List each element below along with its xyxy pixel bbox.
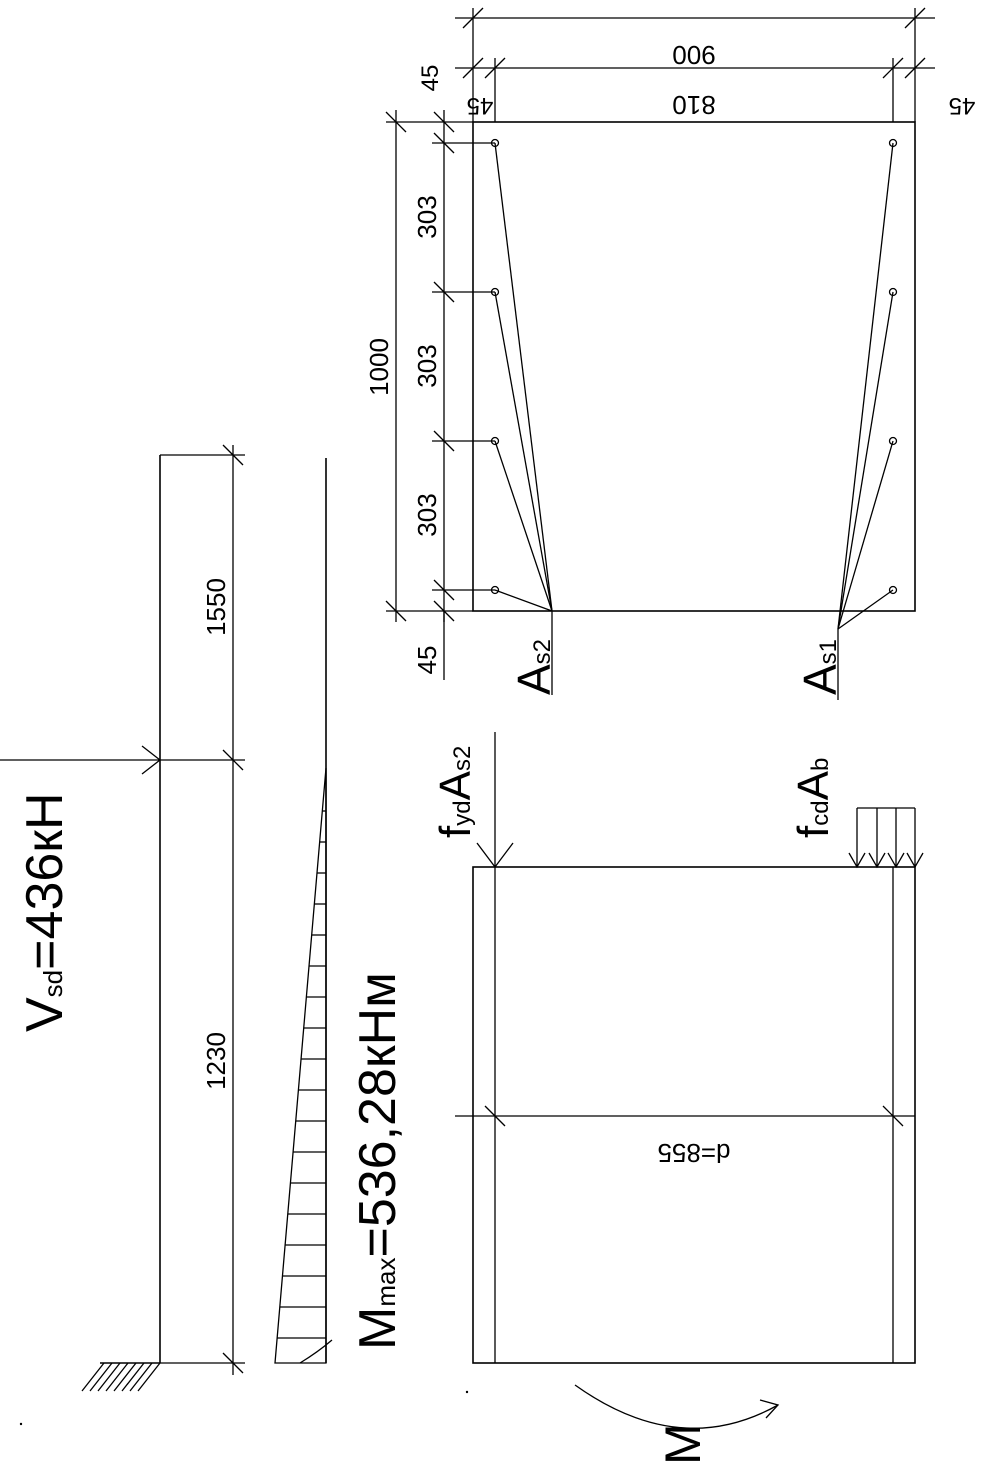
stress-outline [472, 866, 916, 1364]
stress-block: fydAs2 fcdAb d=855 M [431, 732, 924, 1465]
stray-dot [19, 1422, 23, 1426]
leader [837, 589, 894, 630]
dim-900: 900 [672, 40, 715, 70]
dim-45-left-edge: 45 [467, 92, 494, 119]
shear-force-label: Vsd=436кН [16, 792, 74, 1032]
dim-303-3: 303 [412, 493, 442, 536]
rebar [888, 436, 898, 446]
tick [222, 444, 244, 466]
moment-arc [574, 1384, 779, 1429]
leader [837, 142, 894, 630]
leader [494, 589, 553, 612]
dim-1550: 1550 [201, 578, 231, 636]
fixed-support [81, 1362, 161, 1392]
leader [837, 440, 894, 630]
dim-1230: 1230 [201, 1032, 231, 1090]
tick [904, 7, 926, 29]
leader [494, 291, 553, 612]
tick [882, 57, 904, 79]
dim-1000: 1000 [364, 338, 394, 396]
dim-45-top: 45 [417, 65, 444, 92]
tick [385, 111, 407, 133]
moment-arc-head [759, 1399, 780, 1419]
tick [222, 749, 244, 771]
rebar-group-right [837, 138, 898, 700]
leader [837, 291, 894, 630]
moment-hatching [277, 779, 326, 1339]
concrete-force-label: fcdAb [789, 758, 838, 838]
max-moment-label: Mmax=536,28кНм [349, 972, 407, 1350]
dim-effective-depth: d=855 [657, 1138, 730, 1168]
tick [433, 111, 455, 133]
steel-force-label: fydAs2 [431, 746, 480, 838]
moment-leader [299, 1339, 333, 1364]
section-outline [472, 121, 916, 612]
tick [433, 132, 455, 154]
rebar [490, 585, 500, 595]
dim-810: 810 [672, 90, 715, 120]
load-arrow-head [141, 759, 161, 775]
rebar [490, 436, 500, 446]
dim-45-bottom: 45 [412, 646, 442, 675]
tick [882, 1105, 904, 1127]
moment-diagram [274, 458, 333, 1364]
tick [462, 7, 484, 29]
load-arrow-head [141, 745, 161, 761]
dim-303-1: 303 [412, 195, 442, 238]
steel-force-head [494, 842, 514, 868]
moment-label: M [655, 1423, 711, 1465]
moment-triangle [274, 767, 327, 1364]
beam-scheme: 1550 1230 Vsd=436кН Mmax=536,28кНм [0, 444, 407, 1392]
steel-force-head [476, 842, 496, 868]
cross-section: 900 810 45 45 45 1000 303 303 303 45 [364, 7, 976, 700]
tick [385, 600, 407, 622]
stray-dot [465, 1390, 469, 1394]
tick [484, 57, 506, 79]
label-as1: As1 [794, 639, 846, 695]
tick [433, 281, 455, 303]
rebar-group-left [490, 138, 553, 695]
concrete-stress-arrows [848, 807, 924, 869]
tick [904, 57, 926, 79]
tick [222, 1352, 244, 1374]
rebar [888, 585, 898, 595]
dim-303-2: 303 [412, 344, 442, 387]
dim-45-right-edge: 45 [949, 92, 976, 119]
tick [433, 430, 455, 452]
tick [433, 579, 455, 601]
leader [494, 142, 553, 612]
label-as2: As2 [508, 639, 560, 695]
tick [484, 1105, 506, 1127]
leader [494, 440, 553, 612]
tick [462, 57, 484, 79]
